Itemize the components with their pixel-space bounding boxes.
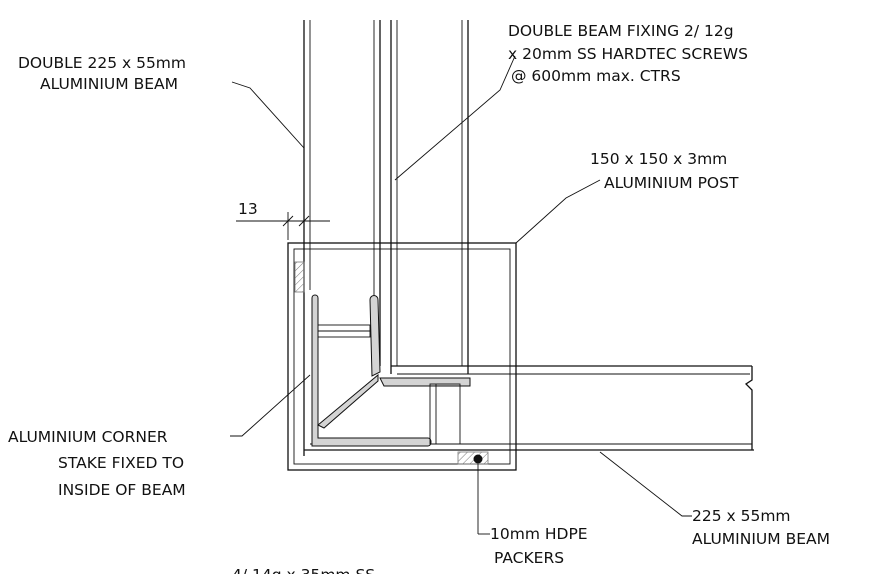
label-screws-partial: 4/ 14g x 35mm SS [232,566,375,574]
leader-lines [230,55,692,535]
vertical-double-beam [303,20,469,456]
label-double-beam-2: ALUMINIUM BEAM [40,75,178,93]
label-double-beam-1: DOUBLE 225 x 55mm [18,54,186,72]
label-stake-3: INSIDE OF BEAM [58,481,186,499]
corner-stake [311,294,471,447]
label-fixing-3: @ 600mm max. CTRS [511,67,681,85]
horizontal-beam [304,365,754,451]
label-post-2: ALUMINIUM POST [604,174,739,192]
aluminium-post [287,242,517,471]
label-beam-1: 225 x 55mm [692,507,791,525]
label-fixing-2: x 20mm SS HARDTEC SCREWS [508,45,748,63]
label-stake-1: ALUMINIUM CORNER [8,428,168,446]
label-beam-2: ALUMINIUM BEAM [692,530,830,548]
label-fixing-1: DOUBLE BEAM FIXING 2/ 12g [508,22,734,40]
hdpe-packers [294,261,489,465]
dimension-13 [236,212,330,240]
label-packer-2: PACKERS [494,549,564,567]
label-packer-1: 10mm HDPE [490,525,588,543]
label-stake-2: STAKE FIXED TO [58,454,184,472]
label-dimension-13: 13 [238,200,258,218]
label-post-1: 150 x 150 x 3mm [590,150,727,168]
